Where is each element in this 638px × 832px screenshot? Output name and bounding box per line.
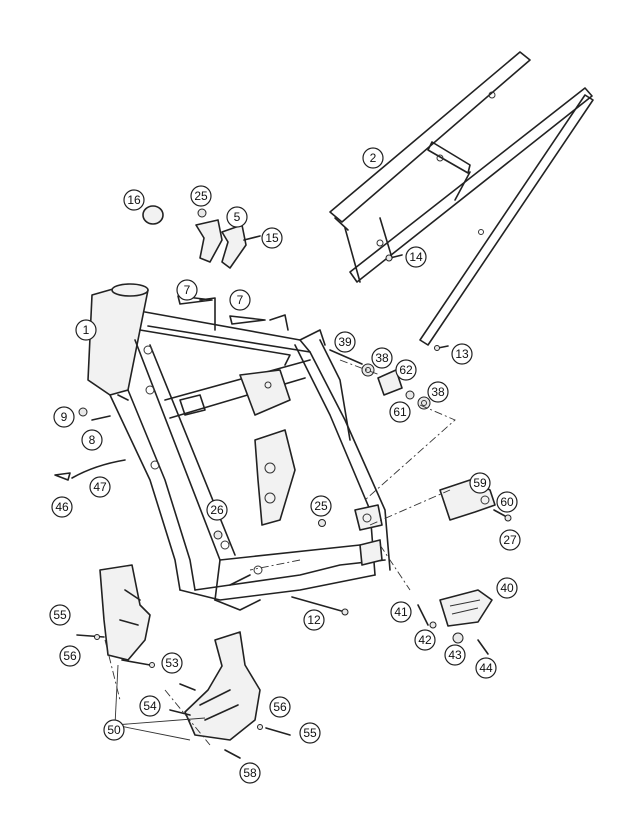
- svg-text:55: 55: [53, 608, 67, 622]
- callout-43: 43: [444, 644, 466, 666]
- svg-text:58: 58: [243, 766, 257, 780]
- svg-text:60: 60: [500, 495, 514, 509]
- callout-7b: 7: [229, 289, 251, 311]
- callout-56a: 56: [59, 645, 81, 667]
- svg-text:25: 25: [194, 189, 208, 203]
- svg-text:54: 54: [143, 699, 157, 713]
- svg-text:46: 46: [55, 500, 69, 514]
- callout-27: 27: [499, 529, 521, 551]
- callout-42: 42: [414, 629, 436, 651]
- callout-9: 9: [53, 406, 75, 428]
- callout-40: 40: [496, 577, 518, 599]
- callout-25b: 25: [310, 495, 332, 517]
- svg-text:9: 9: [61, 410, 68, 424]
- rear-subframe: [329, 51, 594, 346]
- callout-53: 53: [161, 652, 183, 674]
- callouts: 1 2 5 7 7 8 9 12 13 14 15 16 25 25 26 27…: [49, 147, 521, 784]
- svg-text:55: 55: [303, 726, 317, 740]
- callout-14: 14: [405, 246, 427, 268]
- callout-55b: 55: [299, 722, 321, 744]
- callout-38a: 38: [371, 347, 393, 369]
- svg-text:8: 8: [89, 433, 96, 447]
- small-parts: [54, 205, 512, 759]
- svg-text:56: 56: [63, 649, 77, 663]
- svg-text:39: 39: [338, 335, 352, 349]
- callout-7a: 7: [176, 279, 198, 301]
- svg-text:13: 13: [455, 347, 469, 361]
- callout-13: 13: [451, 343, 473, 365]
- assembly-lines: [104, 359, 456, 746]
- svg-text:14: 14: [409, 250, 423, 264]
- svg-text:47: 47: [93, 480, 107, 494]
- svg-text:38: 38: [431, 385, 445, 399]
- callout-5: 5: [226, 206, 248, 228]
- svg-text:26: 26: [210, 503, 224, 517]
- callout-47: 47: [89, 476, 111, 498]
- callout-54: 54: [139, 695, 161, 717]
- svg-text:53: 53: [165, 656, 179, 670]
- callout-39: 39: [334, 331, 356, 353]
- callout-16: 16: [123, 189, 145, 211]
- svg-text:61: 61: [393, 405, 407, 419]
- callout-61: 61: [389, 401, 411, 423]
- svg-text:44: 44: [479, 661, 493, 675]
- svg-text:50: 50: [107, 723, 121, 737]
- svg-text:16: 16: [127, 193, 141, 207]
- callout-41: 41: [390, 601, 412, 623]
- callout-25a: 25: [190, 185, 212, 207]
- svg-text:2: 2: [370, 151, 377, 165]
- svg-text:43: 43: [448, 648, 462, 662]
- svg-text:38: 38: [375, 351, 389, 365]
- svg-text:62: 62: [399, 363, 413, 377]
- callout-38b: 38: [427, 381, 449, 403]
- svg-text:40: 40: [500, 581, 514, 595]
- svg-text:12: 12: [307, 613, 321, 627]
- svg-text:7: 7: [237, 293, 244, 307]
- svg-text:42: 42: [418, 633, 432, 647]
- callout-44: 44: [475, 657, 497, 679]
- callout-2: 2: [362, 147, 384, 169]
- svg-text:41: 41: [394, 605, 408, 619]
- svg-text:59: 59: [473, 476, 487, 490]
- callout-12: 12: [303, 609, 325, 631]
- callout-58: 58: [239, 762, 261, 784]
- callout-60: 60: [496, 491, 518, 513]
- callout-50: 50: [103, 719, 125, 741]
- callout-8: 8: [81, 429, 103, 451]
- svg-text:25: 25: [314, 499, 328, 513]
- callout-55a: 55: [49, 604, 71, 626]
- callout-26: 26: [206, 499, 228, 521]
- callout-46: 46: [51, 496, 73, 518]
- callout-59: 59: [469, 472, 491, 494]
- callout-62: 62: [395, 359, 417, 381]
- svg-text:5: 5: [234, 210, 241, 224]
- callout-1: 1: [75, 319, 97, 341]
- svg-text:15: 15: [265, 231, 279, 245]
- svg-text:7: 7: [184, 283, 191, 297]
- main-frame: [87, 283, 391, 611]
- svg-text:56: 56: [273, 700, 287, 714]
- callout-56b: 56: [269, 696, 291, 718]
- callout-15: 15: [261, 227, 283, 249]
- svg-text:27: 27: [503, 533, 517, 547]
- svg-text:1: 1: [83, 323, 90, 337]
